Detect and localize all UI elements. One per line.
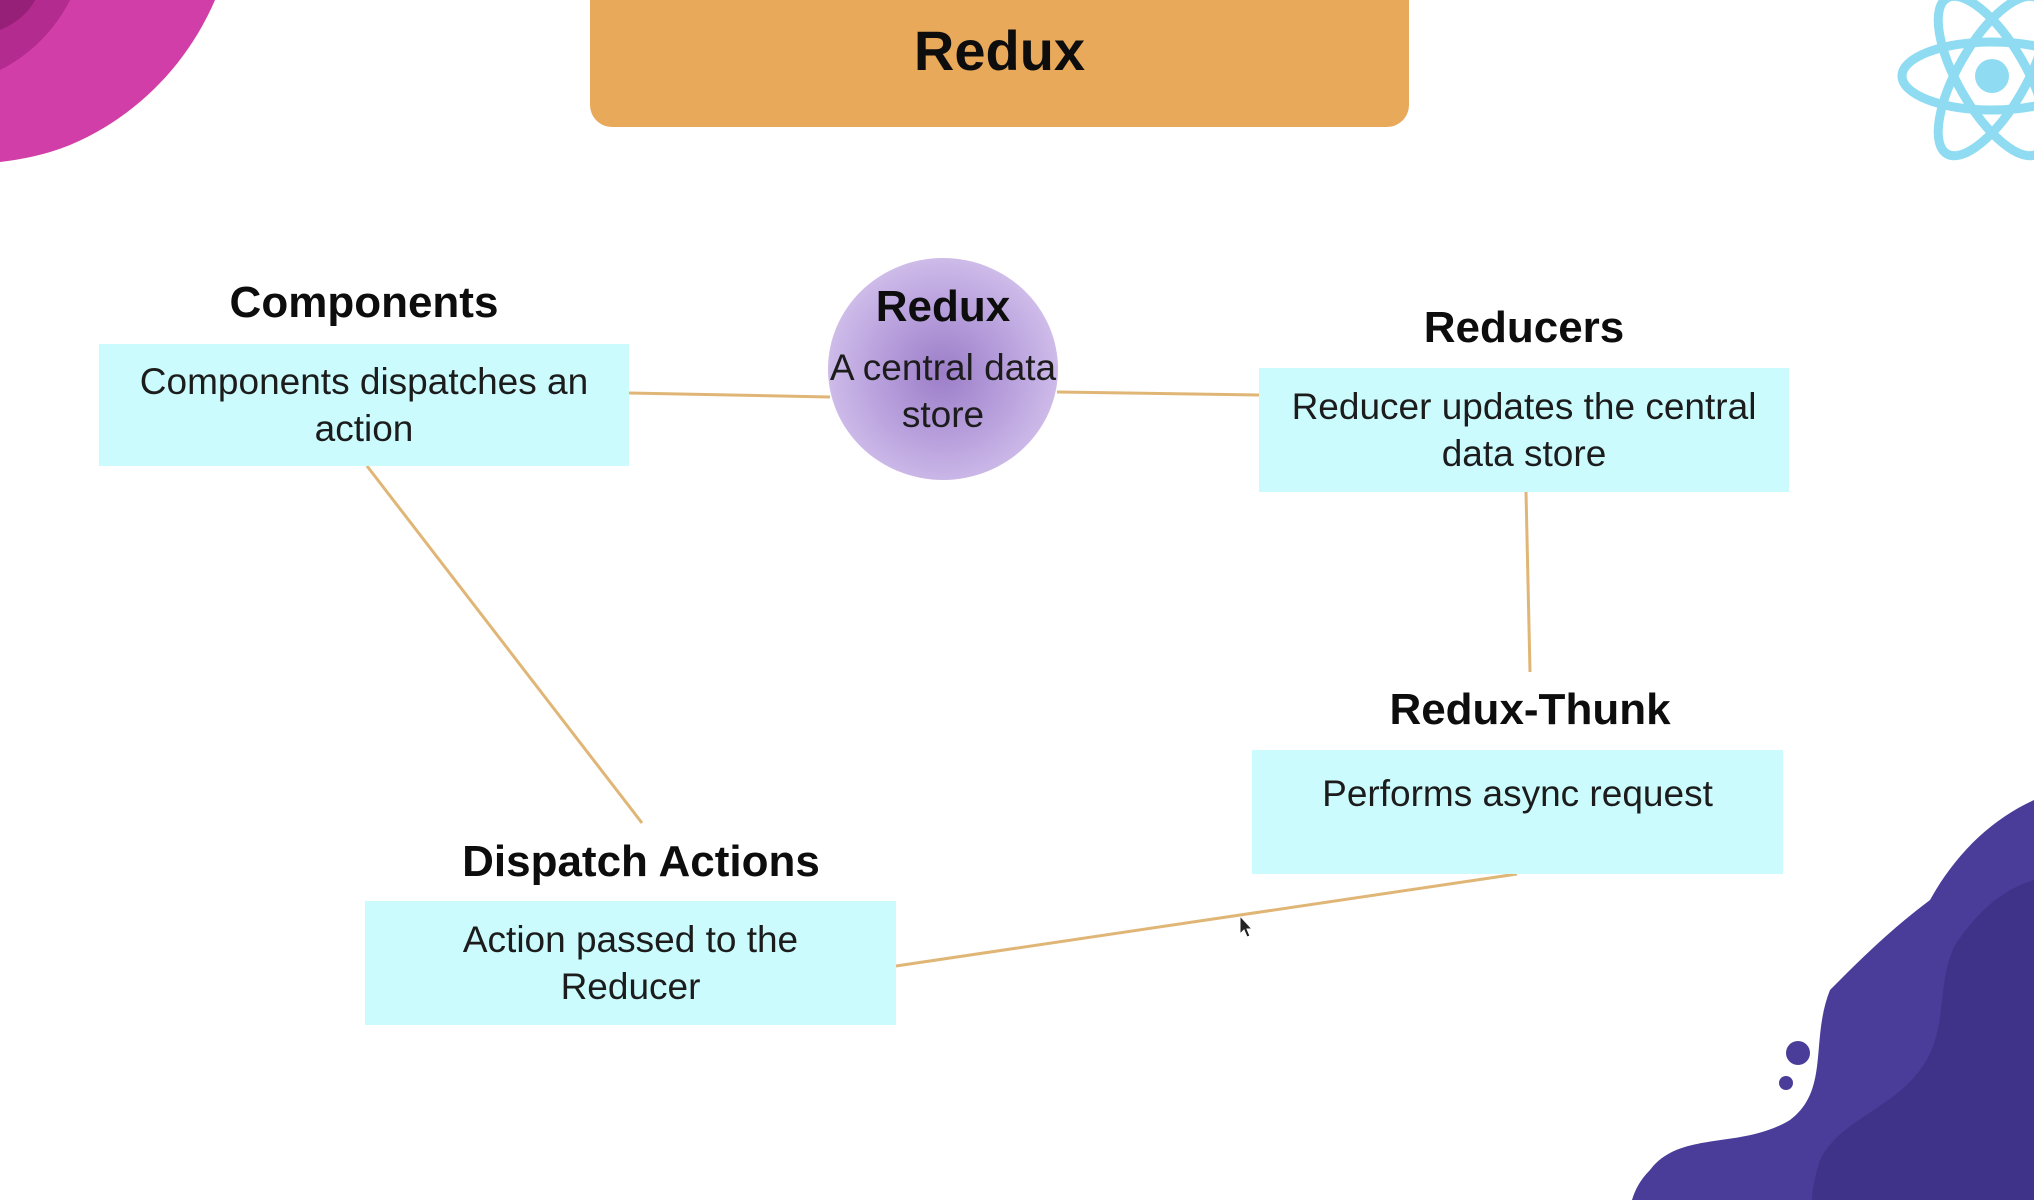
thunk-box: Performs async request	[1252, 750, 1783, 874]
hub-title: Redux	[875, 282, 1011, 331]
connector-dispatch-components	[365, 465, 644, 824]
reducers-heading: Reducers	[1423, 303, 1625, 352]
reducers-box: Reducer updates the central data store	[1259, 368, 1789, 492]
connector-reducers-thunk	[1524, 491, 1532, 673]
connector-thunk-dispatch	[895, 872, 1518, 968]
dispatch-box: Action passed to the Reducer	[365, 901, 896, 1025]
mouse-cursor-icon	[1239, 914, 1254, 938]
thunk-heading: Redux-Thunk	[1389, 685, 1671, 734]
redux-hub: Redux A central data store	[828, 258, 1058, 480]
react-logo-icon	[1897, 0, 2034, 161]
title-banner: Redux	[590, 0, 1409, 127]
connector-components-hub	[627, 391, 831, 399]
dispatch-heading: Dispatch Actions	[462, 837, 820, 886]
connector-hub-reducers	[1056, 390, 1260, 397]
components-box: Components dispatches an action	[99, 344, 629, 466]
hub-subtitle: A central data store	[829, 347, 1057, 435]
pink-corner-blob	[0, 0, 215, 162]
purple-corner-blob	[1632, 800, 2034, 1200]
components-heading: Components	[229, 278, 499, 327]
slide-title: Redux	[913, 19, 1086, 82]
